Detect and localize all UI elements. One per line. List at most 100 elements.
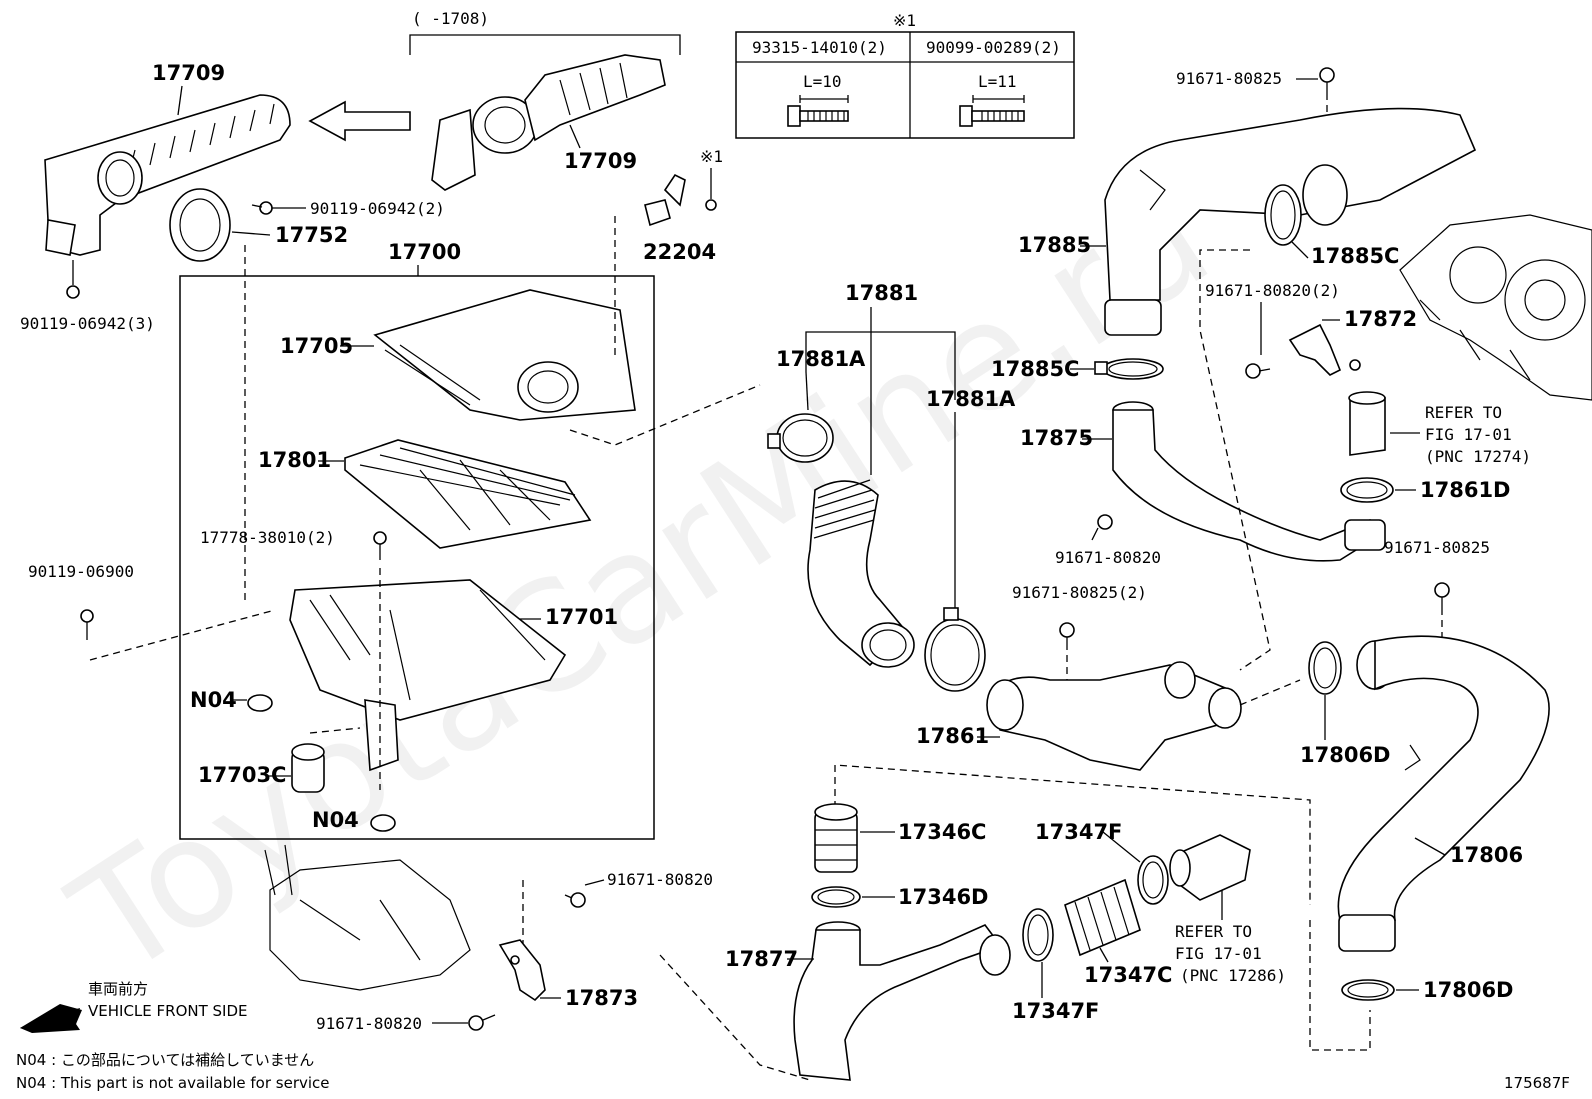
clamp-17806d-lower[interactable] [1341,979,1395,1001]
label-17347c: 17347C [1084,963,1172,987]
bolt-91671-80820-mid[interactable] [1091,514,1113,541]
label-91671-80825-2: 91671-80825(2) [1012,583,1147,602]
label-90119-06900: 90119-06900 [28,562,134,581]
bolt-table-col2-header: 90099-00289(2) [926,38,1061,57]
intake-hose-17709-left[interactable] [44,94,291,256]
label-n04-lower: N04 [312,808,359,832]
grommet-n04-upper[interactable] [247,694,273,712]
clamp-17861d[interactable] [1340,477,1394,503]
bolt-table-col1-header: 93315-14010(2) [752,38,887,57]
pipe-17877[interactable] [793,921,1011,1081]
air-cleaner-cap-17705[interactable] [373,289,636,421]
label-17881: 17881 [845,281,918,305]
clamp-17347f-left[interactable] [1022,908,1054,962]
label-17709-right: 17709 [564,149,637,173]
label-17885: 17885 [1018,233,1091,257]
engine-block-sketch [1399,214,1592,401]
label-91671-80825-right: 91671-80825 [1384,538,1490,557]
label-91671-80820-2: 91671-80820(2) [1205,281,1340,300]
label-91671-80820-mid: 91671-80820 [1055,548,1161,567]
check-valve-17703c[interactable] [291,743,325,793]
bolt-93315-14010-icon [787,105,849,127]
label-17701: 17701 [545,605,618,629]
bolt-91671-80820-2[interactable] [1245,363,1271,379]
bolt-table: ※1 93315-14010(2) 90099-00289(2) L=10 L=… [735,11,1075,139]
note-en: N04 : This part is not available for ser… [16,1074,330,1092]
label-17806: 17806 [1450,843,1523,867]
label-17861d: 17861D [1420,478,1511,502]
refer-b-line1: REFER TO [1175,922,1252,941]
air-flow-sensor-22204[interactable] [644,173,717,227]
bolt-table-col1-length: L=10 [803,72,842,91]
label-17877: 17877 [725,947,798,971]
bolt-90119-06942-upper[interactable] [251,201,273,215]
vehicle-front-en: VEHICLE FRONT SIDE [88,1002,248,1020]
note-jp: N04 : この部品については補給していません [16,1051,314,1069]
bolt-90099-00289-icon [959,105,1025,127]
hose-end-refer-b [1169,834,1251,901]
label-17806d-upper: 17806D [1300,743,1391,767]
sleeve-17347c[interactable] [1064,878,1141,957]
sleeve-17346c[interactable] [814,803,858,873]
clamp-17806d-upper[interactable] [1308,641,1342,695]
bolt-90119-06942-lower[interactable] [66,260,80,299]
grommet-n04-lower[interactable] [370,814,396,832]
label-91671-80825-top: 91671-80825 [1176,69,1282,88]
refer-b-line3: (PNC 17286) [1180,966,1286,985]
bolt-91671-80825-2[interactable] [1059,622,1075,650]
bolt-table-mark: ※1 [893,11,916,30]
direction-arrow-icon [308,100,411,142]
pipe-17875[interactable] [1112,401,1386,562]
label-17881a-right: 17881A [926,387,1016,411]
clamp-17885c-lower[interactable] [1094,358,1164,380]
bolt-90119-06900[interactable] [80,609,94,640]
label-22204: 22204 [643,240,716,264]
bolt-91671-80825-top[interactable] [1319,67,1335,100]
engine-part-sketch [264,844,471,991]
label-17778-38010-2: 17778-38010(2) [200,528,335,547]
figure-code: 175687F [1504,1074,1570,1092]
label-n04-upper: N04 [190,688,237,712]
label-17881a-left: 17881A [776,347,866,371]
bracket-17872[interactable] [1288,323,1361,376]
refer-a-line1: REFER TO [1425,403,1502,422]
bolt-17778-38010[interactable] [373,531,387,560]
refer-a-line3: (PNC 17274) [1425,447,1531,466]
label-17885c-upper: 17885C [1311,244,1399,268]
assembly-box-17700 [179,275,655,840]
label-star1-small: ※1 [700,147,723,166]
clamp-17347f-right[interactable] [1137,855,1169,905]
label-range-1708: ( -1708) [412,9,489,28]
bolt-91671-80820-top[interactable] [564,892,586,908]
label-17709-left: 17709 [152,61,225,85]
intake-hose-17709-right[interactable] [431,54,666,191]
pipe-17861[interactable] [986,661,1242,771]
bolt-table-col2-length: L=11 [978,72,1017,91]
refer-b-line2: FIG 17-01 [1175,944,1262,963]
clamp-17885c-upper[interactable] [1264,184,1302,246]
bolt-91671-80825-right[interactable] [1434,582,1450,615]
label-17752: 17752 [275,223,348,247]
air-filter-element-17801[interactable] [344,439,592,549]
intake-hose-17881[interactable] [807,479,915,668]
label-17873: 17873 [565,986,638,1010]
hose-clamp-17881a-right[interactable] [924,607,986,692]
air-cleaner-case-17701[interactable] [289,579,567,772]
label-17347f-lower: 17347F [1012,999,1099,1023]
label-17801: 17801 [258,448,331,472]
label-91671-80820-top: 91671-80820 [607,870,713,889]
label-17872: 17872 [1344,307,1417,331]
clamp-17346d[interactable] [811,886,861,908]
bracket-17873[interactable] [498,939,546,1002]
bolt-91671-80820-bottom[interactable] [468,1014,496,1031]
hose-end-refer-a [1348,391,1386,456]
air-flow-meter-adapter-17752[interactable] [169,188,231,262]
pipe-17806[interactable] [1337,635,1550,952]
label-90119-06942-3: 90119-06942(3) [20,314,155,333]
label-17885c-lower: 17885C [991,357,1079,381]
label-90119-06942-2: 90119-06942(2) [310,199,445,218]
hose-clamp-17881a-left[interactable] [767,413,834,463]
label-91671-80820-bottom: 91671-80820 [316,1014,422,1033]
refer-a-line2: FIG 17-01 [1425,425,1512,444]
